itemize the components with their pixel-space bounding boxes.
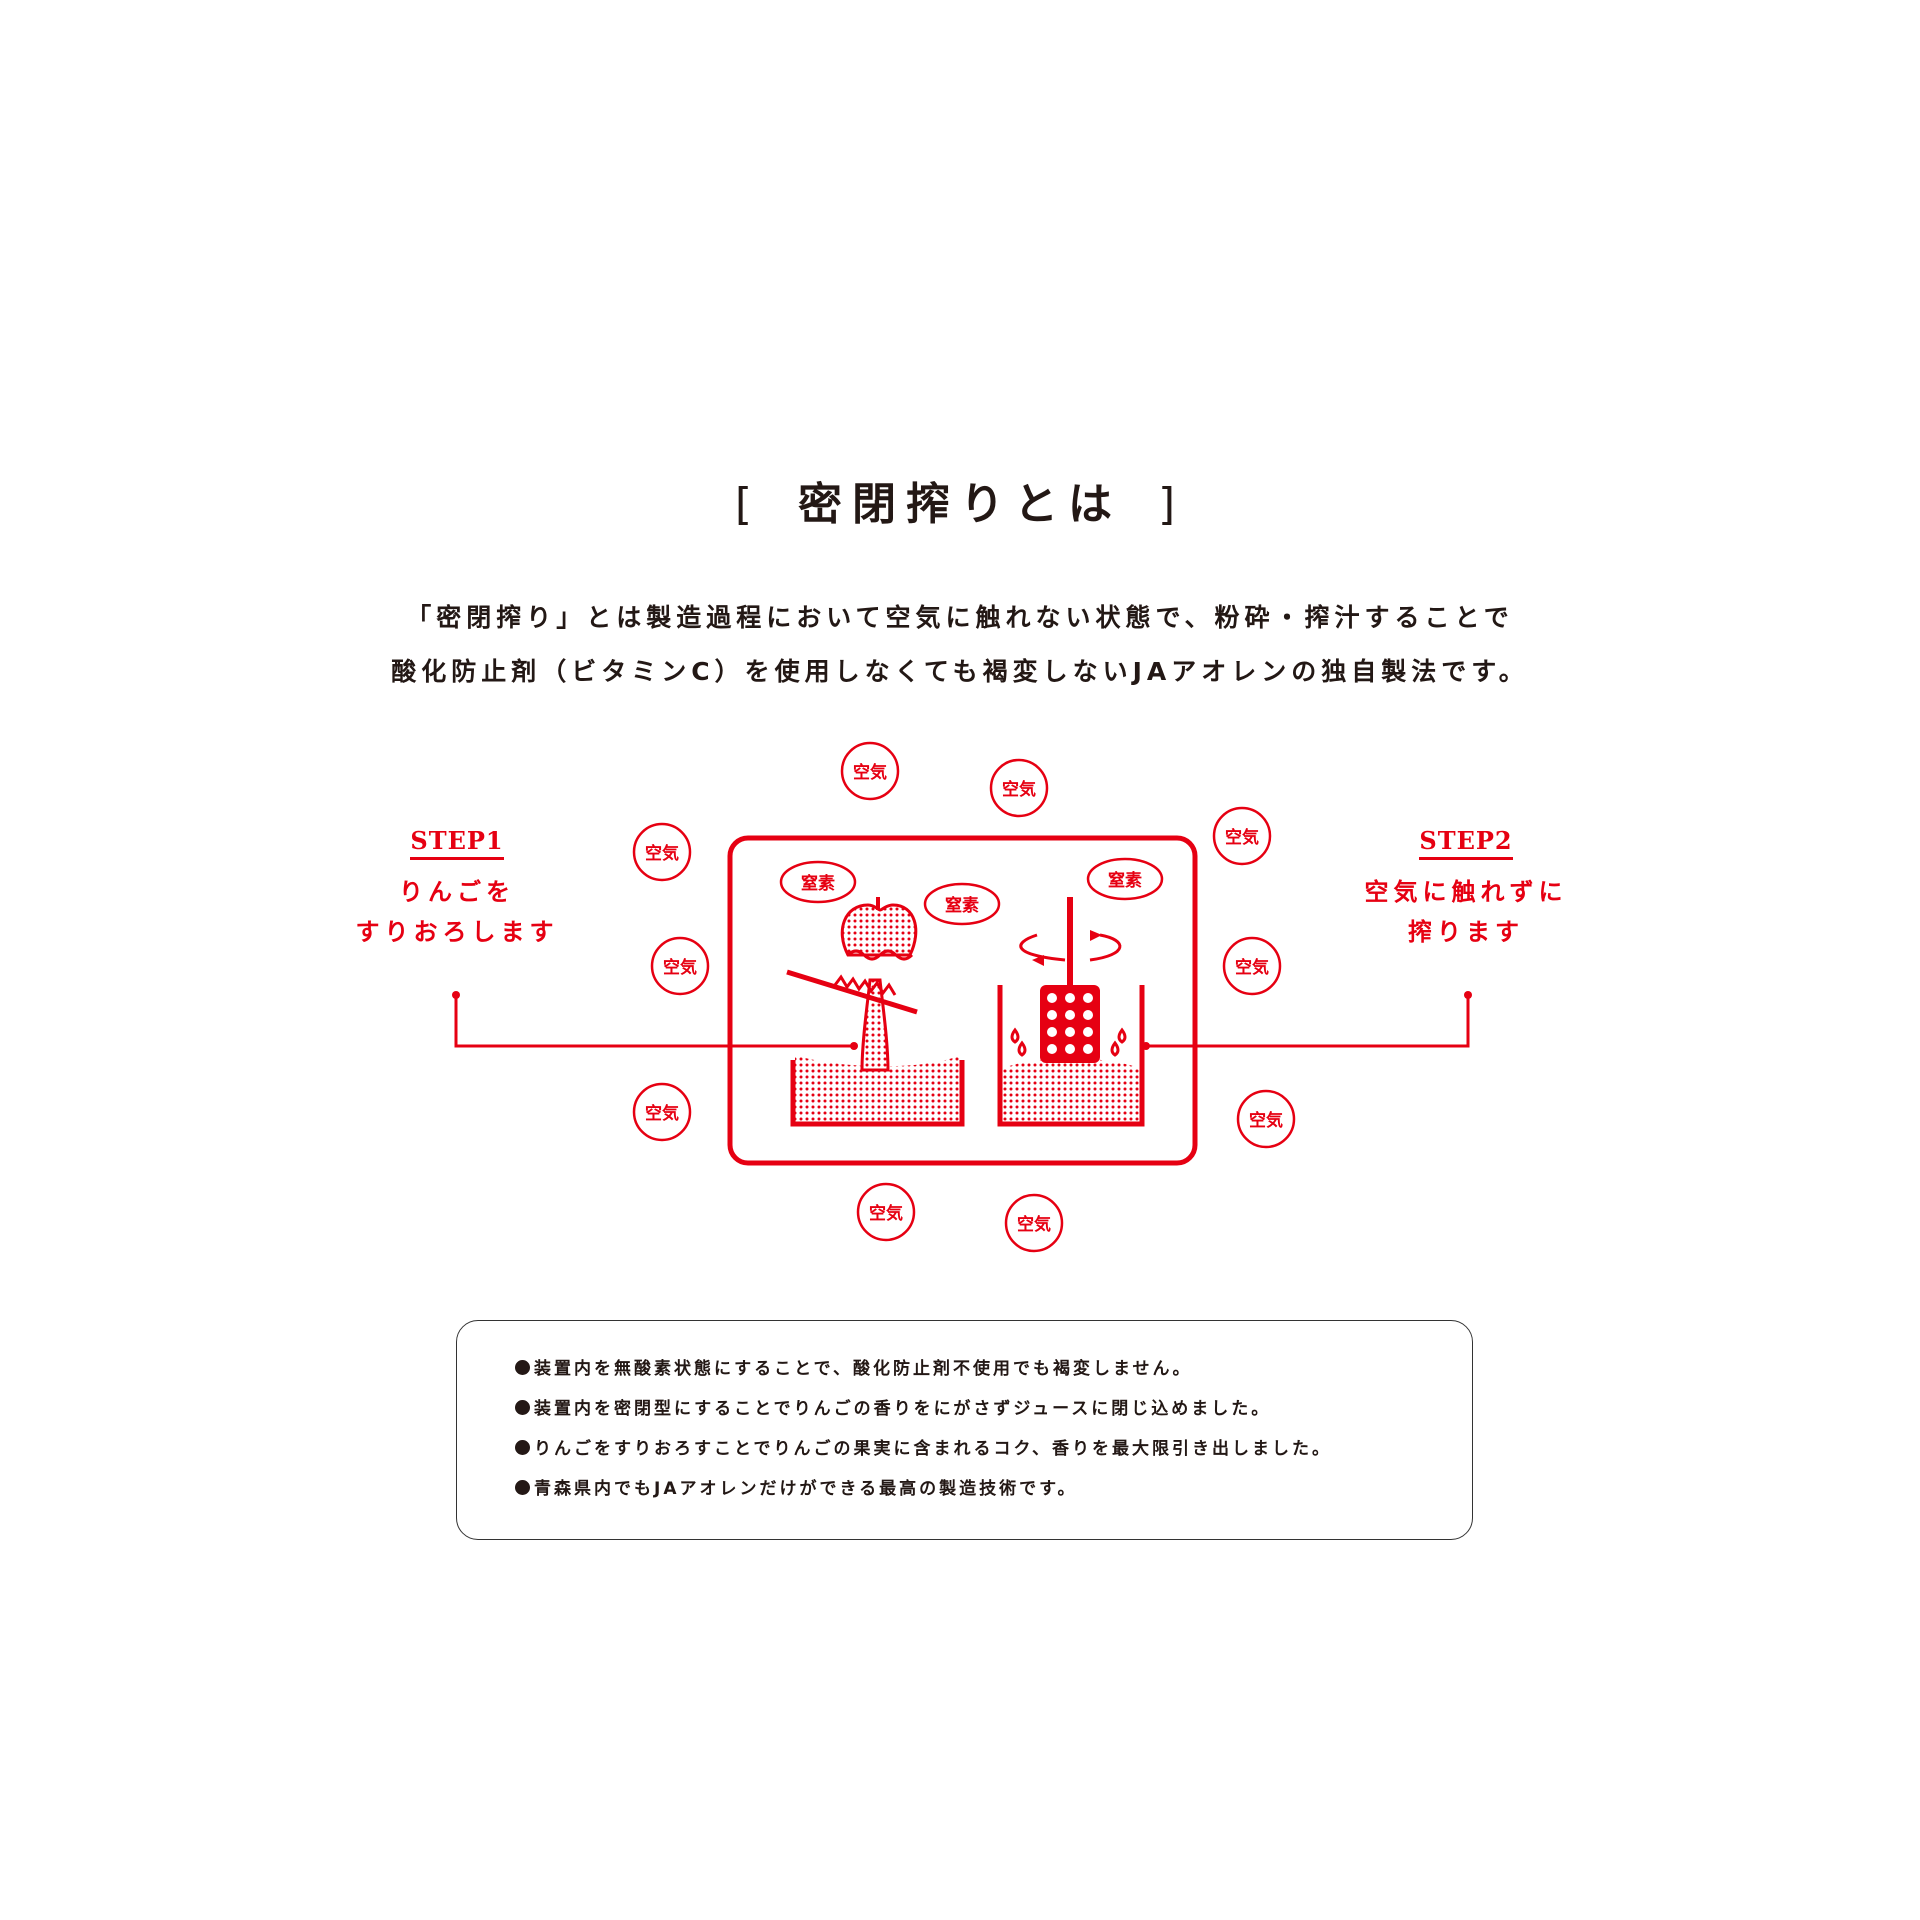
svg-text:空気: 空気	[1225, 827, 1259, 848]
step2-text-line-2: 搾ります	[1408, 918, 1524, 946]
svg-text:空気: 空気	[645, 1103, 679, 1124]
nitrogen-bubble: 窒素	[779, 860, 857, 904]
bullet-icon	[515, 1360, 530, 1375]
air-bubble: 空気	[632, 1082, 692, 1142]
svg-text:空気: 空気	[645, 843, 679, 864]
grater-blade	[786, 969, 918, 1015]
juice-drops	[1010, 1027, 1127, 1057]
page-title: [ 密閉搾りとは]	[0, 468, 1920, 532]
svg-text:空気: 空気	[663, 957, 697, 978]
title-bracket-open: [	[734, 479, 762, 530]
svg-text:空気: 空気	[1235, 957, 1269, 978]
air-bubble: 空気	[1212, 806, 1272, 866]
list-item: 青森県内でもJAアオレンだけができる最高の製造技術です。	[515, 1469, 1472, 1509]
svg-text:空気: 空気	[1017, 1214, 1051, 1235]
list-item: りんごをすりおろすことでりんごの果実に含まれるコク、香りを最大限引き出しました。	[515, 1429, 1472, 1469]
grated-apple-stream	[860, 978, 890, 1072]
svg-text:空気: 空気	[1249, 1110, 1283, 1131]
title-bracket-close: ]	[1158, 479, 1186, 530]
intro-line-2: 酸化防止剤（ビタミンC）を使用しなくても褐変しないJAアオレンの独自製法です。	[391, 657, 1529, 686]
bullet-icon	[515, 1480, 530, 1495]
nitrogen-bubble: 窒素	[1086, 857, 1164, 901]
intro-line-1: 「密閉搾り」とは製造過程において空気に触れない状態で、粉砕・搾汁することで	[406, 603, 1514, 632]
svg-text:空気: 空気	[853, 762, 887, 783]
air-bubble: 空気	[989, 758, 1049, 818]
step2-caption: STEP2 空気に触れずに 搾ります	[1336, 826, 1596, 952]
sealed-chamber	[727, 835, 1198, 1166]
air-bubble: 空気	[856, 1182, 916, 1242]
list-item: 装置内を無酸素状態にすることで、酸化防止剤不使用でも褐変しません。	[515, 1349, 1472, 1389]
bullet-icon	[515, 1440, 530, 1455]
air-bubble: 空気	[1222, 936, 1282, 996]
notes-list: 装置内を無酸素状態にすることで、酸化防止剤不使用でも褐変しません。 装置内を密閉…	[515, 1349, 1472, 1509]
svg-text:窒素: 窒素	[945, 895, 979, 916]
step1-text-line-2: すりおろします	[355, 918, 559, 946]
grater-container	[790, 1055, 965, 1127]
step2-connector-line	[1142, 991, 1472, 1050]
step1-connector-line	[452, 991, 858, 1050]
apple-icon	[840, 897, 918, 961]
air-bubble: 空気	[632, 822, 692, 882]
nitrogen-bubble: 窒素	[923, 882, 1001, 926]
step2-text-line-1: 空気に触れずに	[1364, 878, 1568, 906]
air-bubble: 空気	[1004, 1193, 1064, 1253]
air-bubble: 空気	[840, 741, 900, 801]
list-item: 装置内を密閉型にすることでりんごの香りをにがさずジュースに閉じ込めました。	[515, 1389, 1472, 1429]
step1-label: STEP1	[410, 826, 504, 860]
step2-label: STEP2	[1419, 826, 1513, 860]
press-container	[997, 985, 1145, 1127]
bullet-icon	[515, 1400, 530, 1415]
svg-text:空気: 空気	[869, 1203, 903, 1224]
step1-text-line-1: りんごを	[399, 878, 515, 906]
svg-text:窒素: 窒素	[801, 873, 835, 894]
air-bubble: 空気	[650, 936, 710, 996]
notes-box: 装置内を無酸素状態にすることで、酸化防止剤不使用でも褐変しません。 装置内を密閉…	[456, 1320, 1473, 1540]
svg-text:空気: 空気	[1002, 779, 1036, 800]
title-text: 密閉搾りとは	[798, 479, 1122, 530]
svg-text:窒素: 窒素	[1108, 870, 1142, 891]
air-bubble: 空気	[1236, 1089, 1296, 1149]
press-shaft	[1019, 897, 1122, 990]
press-basket	[1040, 985, 1100, 1063]
step1-caption: STEP1 りんごを すりおろします	[327, 826, 587, 952]
